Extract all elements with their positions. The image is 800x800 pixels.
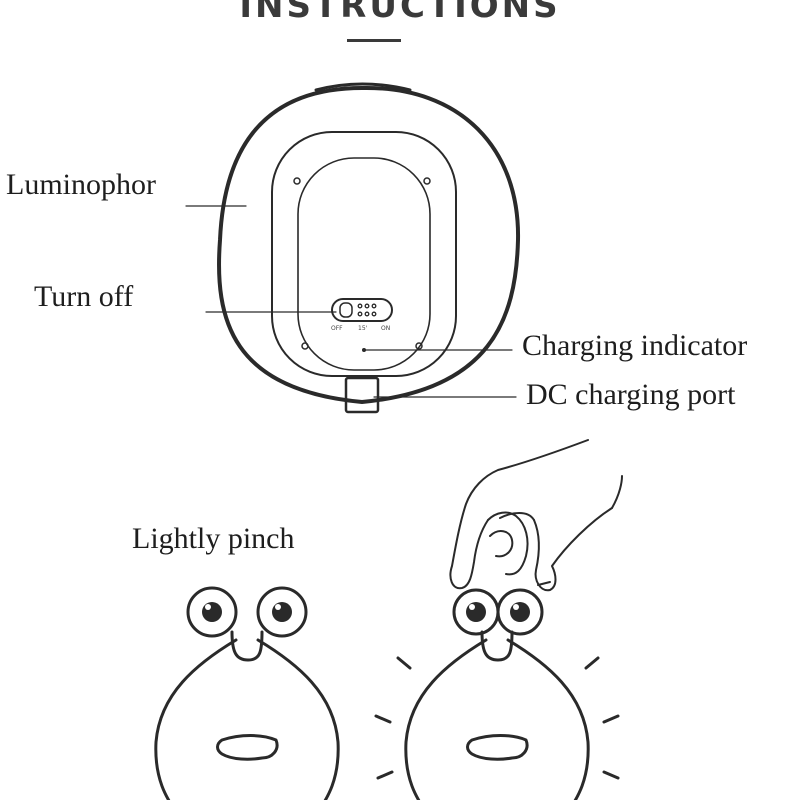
label-lightly-pinch: Lightly pinch: [132, 522, 295, 555]
power-switch: [331, 298, 393, 322]
switch-label-off: OFF: [331, 325, 343, 332]
pinching-hand: [449, 439, 623, 592]
screw-bottom-left: [301, 342, 309, 350]
dc-charging-port: [344, 376, 380, 414]
title-underline: [347, 39, 401, 42]
label-luminophor: Luminophor: [6, 168, 156, 201]
slug-lamp-idle: [154, 586, 340, 800]
label-turn-off: Turn off: [34, 280, 134, 313]
device-top-bump: [314, 82, 412, 92]
screw-top-right: [423, 177, 431, 185]
glow-rays: [374, 656, 620, 780]
power-switch-knob: [339, 302, 353, 318]
screw-bottom-right: [415, 342, 423, 350]
label-dc-charging-port: DC charging port: [526, 378, 736, 411]
switch-label-on: ON: [381, 325, 391, 332]
screw-top-left: [293, 177, 301, 185]
device-inner-plate: [271, 131, 457, 377]
luminophor-window: [297, 157, 431, 371]
page-title: INSTRUCTIONS: [239, 0, 561, 26]
slug-lamp-lit: [404, 588, 590, 800]
label-charging-indicator: Charging indicator: [522, 329, 748, 362]
charging-indicator-dot: [362, 348, 366, 352]
switch-label-timer: 15': [358, 325, 368, 332]
power-switch-grip: [357, 303, 377, 317]
device-outer-body: [217, 85, 521, 404]
